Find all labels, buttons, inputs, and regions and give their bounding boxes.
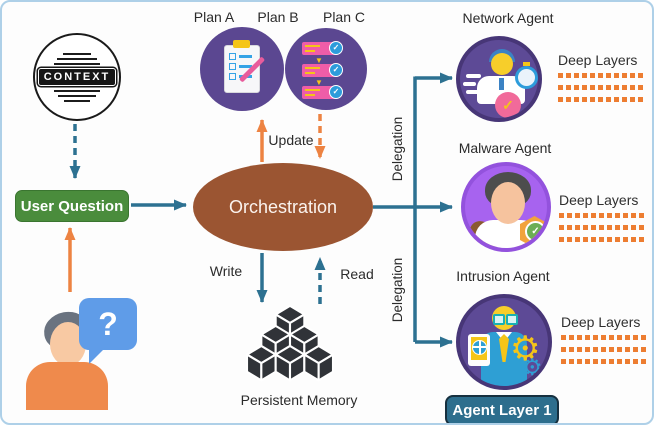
speed-line (466, 74, 481, 78)
agent-face (491, 53, 513, 75)
agent-layer-badge: Agent Layer 1 (445, 395, 559, 423)
task-row: ✓ (302, 41, 343, 55)
checklist-row (229, 53, 252, 60)
agent-tie (499, 334, 509, 362)
user-question-node: User Question (15, 190, 129, 222)
deep-layers-dashes (559, 213, 647, 249)
plan-b-label: Plan B (257, 9, 299, 25)
stamp-line (58, 94, 96, 97)
read-label: Read (340, 266, 374, 282)
clipboard-clip (233, 40, 250, 48)
intrusion-agent-icon: ⚙ ⚙ (456, 294, 552, 390)
stamp-line (63, 52, 91, 55)
delegation-top-label: Delegation (390, 116, 405, 182)
dash-row (558, 85, 646, 90)
malware-agent-icon: ✓ (461, 162, 551, 252)
orchestration-node: Orchestration (193, 163, 373, 251)
gear-icon: ⚙ (510, 330, 541, 368)
glasses-icon (493, 314, 505, 325)
check-badge-icon: ✓ (525, 221, 546, 242)
deep-layers-label: Deep Layers (561, 314, 641, 330)
network-agent-icon: ✓ (456, 36, 542, 122)
deep-layers-dashes (561, 335, 649, 371)
gear-icon: ⚙ (522, 354, 543, 380)
check-badge-icon: ✓ (495, 92, 521, 118)
update-label: Update (268, 132, 314, 148)
context-stamp-icon: CONTEXT (33, 33, 121, 121)
dash-row (559, 237, 647, 242)
dash-row (558, 73, 646, 78)
glasses-icon (506, 314, 518, 325)
globe-icon (472, 340, 487, 355)
speed-line (466, 90, 481, 94)
context-label: CONTEXT (37, 68, 117, 86)
dash-row (561, 359, 649, 364)
stamp-line (57, 57, 97, 60)
plan-c-label: Plan C (322, 9, 366, 25)
network-agent-label: Network Agent (462, 10, 554, 26)
write-label: Write (209, 263, 243, 279)
stamp-line (54, 62, 100, 65)
dash-row (561, 347, 649, 352)
delegation-bottom-label: Delegation (390, 257, 405, 323)
memory-cubes-icon (245, 304, 335, 382)
question-mark: ? (98, 305, 118, 342)
dash-row (561, 335, 649, 340)
malware-agent-label: Malware Agent (458, 140, 552, 156)
task-row: ✓ (302, 85, 343, 99)
dash-row (559, 225, 647, 230)
orchestration-label: Orchestration (228, 196, 338, 217)
persistent-memory-label: Persistent Memory (240, 392, 358, 408)
down-arrow-icon: ▼ (315, 78, 323, 87)
question-bubble-icon: ? (79, 298, 137, 364)
down-arrow-icon: ▼ (315, 56, 323, 65)
user-question-label: User Question (20, 197, 124, 215)
checklist-row (229, 63, 252, 70)
task-row: ✓ (302, 63, 343, 77)
deep-layers-dashes (558, 73, 646, 109)
person-body (26, 362, 108, 410)
agent-tie (499, 78, 504, 90)
deep-layers-label: Deep Layers (559, 192, 639, 208)
plan-a-label: Plan A (193, 9, 235, 25)
stamp-line (54, 89, 100, 92)
dash-row (559, 213, 647, 218)
check-icon: ✓ (329, 85, 343, 99)
speed-line (463, 82, 476, 86)
intrusion-agent-label: Intrusion Agent (456, 268, 550, 284)
deep-layers-label: Deep Layers (558, 52, 638, 68)
check-icon: ✓ (329, 63, 343, 77)
plan-checklist-icon: ✓ ▼ ✓ ▼ ✓ (285, 28, 367, 110)
stamp-line (64, 99, 90, 102)
plan-clipboard-icon (200, 27, 284, 111)
dash-row (558, 97, 646, 102)
agent-face (491, 182, 525, 224)
stopwatch-icon (515, 62, 538, 89)
agent-layer-label: Agent Layer 1 (452, 402, 552, 419)
check-icon: ✓ (329, 41, 343, 55)
